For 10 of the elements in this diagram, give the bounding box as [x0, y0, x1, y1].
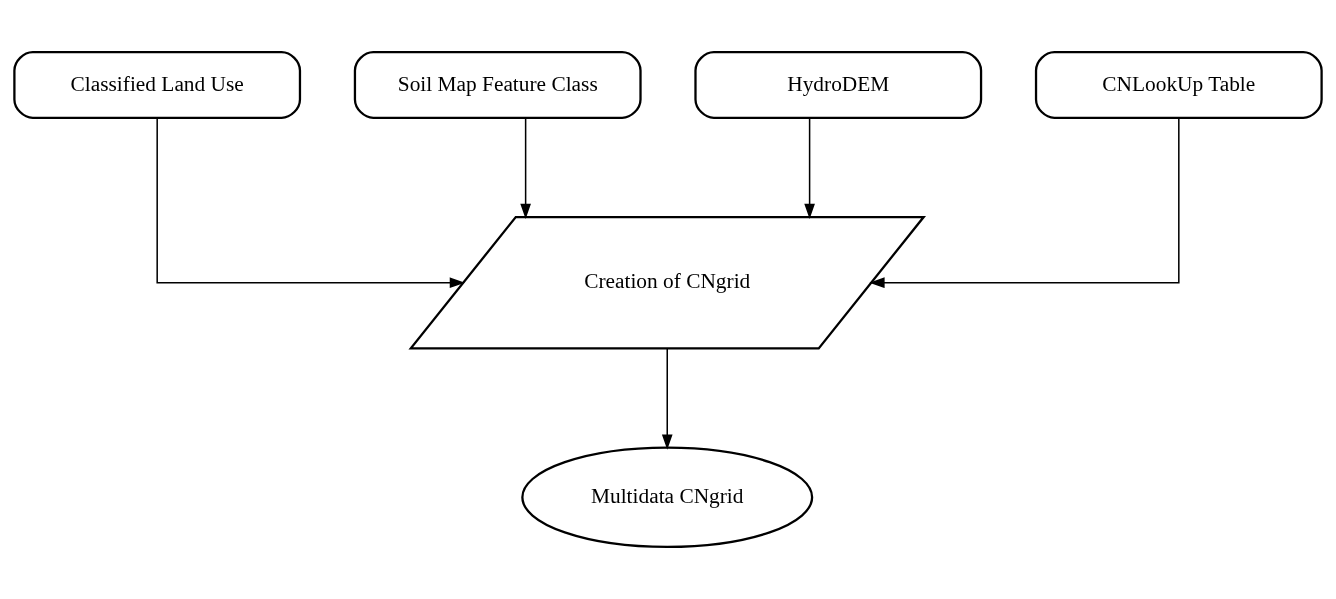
node-ellipse: Multidata CNgrid	[521, 446, 814, 549]
arrow	[661, 348, 673, 450]
node-box: CNLookUp Table	[1034, 50, 1323, 119]
arrow	[869, 117, 1180, 289]
arrow	[520, 117, 531, 219]
node-box: Soil Map Feature Class	[353, 50, 642, 119]
arrow	[156, 117, 466, 289]
arrow	[804, 117, 815, 219]
node-box: HydroDEM	[694, 50, 983, 119]
node-box: Classified Land Use	[13, 50, 302, 119]
